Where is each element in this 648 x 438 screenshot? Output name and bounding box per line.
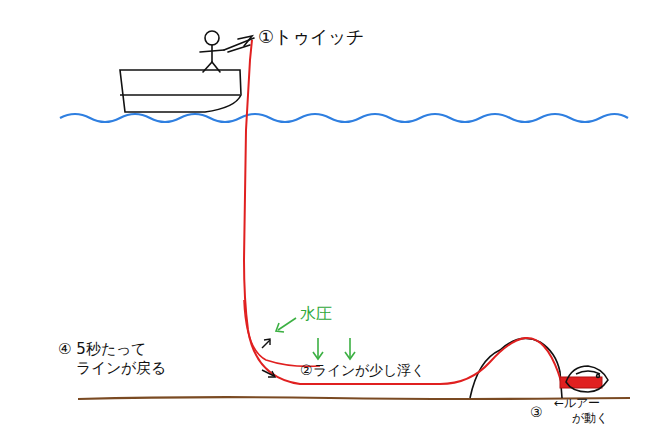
step-label: ④ 5秒たって ラインが戻る <box>58 340 166 378</box>
movement-arrows <box>262 339 275 377</box>
pressure-arrows <box>276 318 355 359</box>
water-surface <box>60 114 628 122</box>
callout-number: ③ <box>530 404 543 422</box>
pressure-label: 水圧 <box>300 304 332 324</box>
lure-note: ←ルアー が動く <box>554 396 608 426</box>
angler-figure <box>200 31 254 72</box>
fishing-line <box>244 40 562 384</box>
step-label: ①トゥイッチ <box>258 26 364 49</box>
fish <box>566 366 608 392</box>
step-label: ②ラインが少し浮く <box>300 362 425 380</box>
seabed <box>78 397 630 399</box>
boat <box>120 70 241 112</box>
boat-deck-line <box>120 94 240 95</box>
